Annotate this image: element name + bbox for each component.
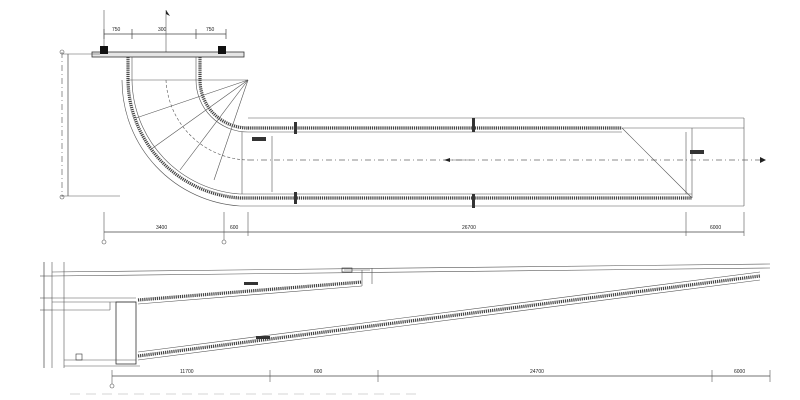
elev-bottom-dim-4: 6000 bbox=[734, 369, 745, 375]
plan-top-dim-2: 300 bbox=[158, 27, 167, 33]
elev-bottom-dim-3: 24700 bbox=[530, 369, 544, 375]
flow-arrow-icon bbox=[444, 158, 450, 162]
elevation-view: 11700 600 24700 6000 bbox=[40, 262, 771, 395]
plan-top-dim-3: 750 bbox=[206, 27, 215, 33]
centerline-arrow-icon bbox=[760, 157, 766, 163]
pier-right bbox=[218, 46, 226, 54]
elev-bottom-dim-1: 11700 bbox=[180, 369, 194, 375]
elevation-bottom-dimension: 11700 600 24700 6000 bbox=[109, 369, 771, 389]
pier-left bbox=[100, 46, 108, 54]
plan-bottom-dim-3: 26700 bbox=[462, 225, 476, 231]
plan-left-dimension bbox=[59, 49, 120, 200]
plan-top-dimension: 750 300 750 bbox=[103, 27, 227, 39]
plan-top-dim-1: 750 bbox=[112, 27, 121, 33]
plan-bottom-dimension: 3400 600 26700 6000 bbox=[101, 212, 745, 245]
plan-bottom-dim-1: 3400 bbox=[156, 225, 167, 231]
plan-bottom-dim-4: 6000 bbox=[710, 225, 721, 231]
plan-bottom-dim-2: 600 bbox=[230, 225, 239, 231]
elev-bottom-dim-2: 600 bbox=[314, 369, 323, 375]
top-slab bbox=[91, 51, 245, 58]
plan-view: 750 300 750 bbox=[59, 10, 766, 245]
section-arrow-icon bbox=[166, 10, 170, 16]
